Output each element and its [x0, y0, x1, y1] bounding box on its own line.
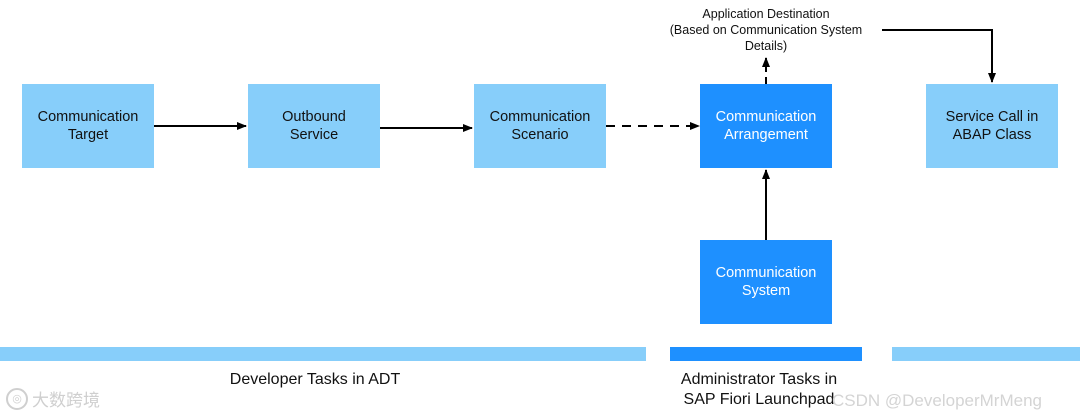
- watermark-logo-icon: ◎: [6, 387, 28, 410]
- application-destination-note: Application Destination (Based on Commun…: [650, 6, 882, 54]
- developer-lane-label: Developer Tasks in ADT: [150, 370, 480, 390]
- administrator-lane-label: Administrator Tasks in SAP Fiori Launchp…: [650, 370, 868, 410]
- communication-system-box: Communication System: [700, 240, 832, 324]
- developer-lane-bar: [0, 347, 646, 361]
- administrator-lane-label-line1: Administrator Tasks in: [680, 371, 838, 388]
- arrow-destination-to-service-call: [882, 29, 996, 83]
- service-call-label-line2: ABAP Class: [952, 127, 1032, 143]
- watermark-left-text: 大数跨境: [32, 391, 100, 410]
- communication-target-label-line1: Communication: [37, 109, 139, 125]
- communication-target-label-line2: Target: [67, 127, 109, 143]
- communication-system-label-line2: System: [741, 283, 791, 299]
- watermark-right: CSDN @DeveloperMrMeng: [832, 391, 1042, 410]
- outbound-service-label-line2: Service: [289, 127, 339, 143]
- communication-arrangement-label-line2: Arrangement: [724, 127, 808, 143]
- communication-scenario-label-line2: Scenario: [511, 127, 569, 143]
- communication-scenario-box: Communication Scenario: [474, 84, 606, 168]
- communication-arrangement-box: Communication Arrangement: [700, 84, 832, 168]
- service-call-label-line1: Service Call in: [945, 109, 1039, 125]
- destination-note-line1: Application Destination: [702, 7, 830, 21]
- communication-scenario-label-line1: Communication: [489, 109, 591, 125]
- service-call-box: Service Call in ABAP Class: [926, 84, 1058, 168]
- administrator-lane-bar: [670, 347, 862, 361]
- communication-arrangement-label-line1: Communication: [715, 109, 817, 125]
- outbound-service-label-line1: Outbound: [282, 109, 346, 125]
- communication-target-box: Communication Target: [22, 84, 154, 168]
- outbound-service-box: Outbound Service: [248, 84, 380, 168]
- administrator-lane-label-line2: SAP Fiori Launchpad: [683, 391, 835, 408]
- destination-note-line2: (Based on Communication System: [669, 23, 863, 37]
- watermark-left: ◎ 大数跨境: [6, 386, 100, 411]
- developer-lane-label-line1: Developer Tasks in ADT: [229, 371, 401, 388]
- communication-system-label-line1: Communication: [715, 265, 817, 281]
- runtime-lane-bar: [892, 347, 1080, 361]
- destination-note-line3: Details): [744, 39, 788, 53]
